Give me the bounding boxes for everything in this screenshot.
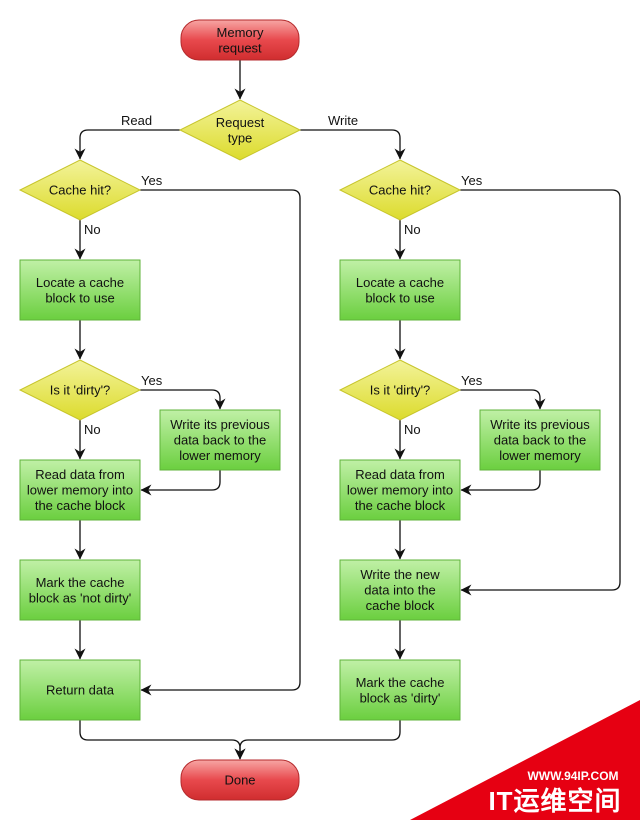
node-text-line: Locate a cache bbox=[36, 275, 124, 290]
write-dirty-decision bbox=[338, 359, 462, 421]
read-return-text: Return data bbox=[46, 683, 115, 698]
label-write-dirty-yes: Yes bbox=[461, 373, 483, 388]
node-text-line: block to use bbox=[365, 290, 434, 305]
read-mark-box bbox=[19, 559, 141, 621]
node-text-line: block as 'dirty' bbox=[360, 690, 441, 705]
node-text-line: the cache block bbox=[35, 498, 126, 513]
edge-read-hit-yes bbox=[140, 189, 301, 696]
node-text-line: Mark the cache bbox=[356, 675, 445, 690]
label-write-dirty-no: No bbox=[404, 422, 421, 437]
node-text-line: data back to the bbox=[174, 433, 267, 448]
edge-read-writeback-to-readdata bbox=[140, 470, 221, 496]
edge-read-return-to-done bbox=[79, 720, 246, 760]
watermark-name: IT运维空间 bbox=[488, 786, 621, 816]
node-text-line: Cache hit? bbox=[369, 183, 431, 198]
node-text-line: lower memory bbox=[179, 448, 261, 463]
node-text-line: Read data from bbox=[355, 467, 445, 482]
node-text-line: data back to the bbox=[494, 433, 587, 448]
label-write-hit-no: No bbox=[404, 222, 421, 237]
nodes bbox=[18, 19, 601, 801]
read-writeback-box bbox=[159, 409, 281, 471]
edge-write-mark-to-done bbox=[234, 720, 401, 760]
node-text-line: Memory bbox=[217, 25, 264, 40]
edge-read-dirty-yes bbox=[140, 389, 226, 410]
label-read-hit-no: No bbox=[84, 222, 101, 237]
watermark-red-triangle bbox=[410, 700, 640, 820]
write-dirty-text: Is it 'dirty'? bbox=[370, 383, 431, 398]
node-text-line: type bbox=[228, 130, 253, 145]
node-text-line: data into the bbox=[364, 583, 436, 598]
edge-write-dirty-yes bbox=[460, 389, 546, 410]
node-text-line: Mark the cache bbox=[36, 575, 125, 590]
write-mark-box bbox=[339, 659, 461, 721]
node-text-line: lower memory bbox=[499, 448, 581, 463]
node-text-line: Write its previous bbox=[490, 417, 590, 432]
done-terminal bbox=[180, 759, 300, 801]
node-text-line: Is it 'dirty'? bbox=[370, 383, 431, 398]
node-text-line: block to use bbox=[45, 290, 114, 305]
write-newdata-box bbox=[339, 559, 461, 621]
write-cache-hit-decision bbox=[338, 159, 462, 221]
read-locate-box bbox=[19, 259, 141, 321]
node-text-line: Locate a cache bbox=[356, 275, 444, 290]
node-text-line: the cache block bbox=[355, 498, 446, 513]
watermark-url: WWW.94IP.COM bbox=[527, 769, 618, 783]
edge-write-branch bbox=[300, 129, 406, 160]
edge-read-branch bbox=[74, 129, 180, 160]
read-readdata-box bbox=[19, 459, 141, 521]
node-text-line: Write the new bbox=[360, 567, 440, 582]
write-cache-hit-text: Cache hit? bbox=[369, 183, 431, 198]
done-text: Done bbox=[224, 773, 255, 788]
write-readdata-box bbox=[339, 459, 461, 521]
label-write: Write bbox=[328, 113, 358, 128]
label-write-hit-yes: Yes bbox=[461, 173, 483, 188]
node-text-line: Cache hit? bbox=[49, 183, 111, 198]
edge-write-writeback-to-readdata bbox=[460, 470, 541, 496]
start-terminal bbox=[180, 19, 300, 61]
label-read: Read bbox=[121, 113, 152, 128]
read-cache-hit-decision bbox=[18, 159, 142, 221]
read-cache-hit-text: Cache hit? bbox=[49, 183, 111, 198]
node-text-line: Write its previous bbox=[170, 417, 270, 432]
write-locate-box bbox=[339, 259, 461, 321]
read-dirty-decision bbox=[18, 359, 142, 421]
node-text-line: Done bbox=[224, 773, 255, 788]
edge-labels: Read Write Yes No Yes No Yes No Yes No bbox=[84, 113, 483, 437]
label-read-dirty-yes: Yes bbox=[141, 373, 163, 388]
read-dirty-text: Is it 'dirty'? bbox=[50, 383, 111, 398]
node-text-line: lower memory into bbox=[347, 483, 453, 498]
node-text-line: Request bbox=[216, 115, 265, 130]
node-text-line: Is it 'dirty'? bbox=[50, 383, 111, 398]
node-text-line: Return data bbox=[46, 683, 115, 698]
node-text-line: block as 'not dirty' bbox=[29, 590, 132, 605]
request-type-decision bbox=[178, 99, 302, 161]
node-text-line: Read data from bbox=[35, 467, 125, 482]
edge-write-hit-yes bbox=[460, 189, 621, 596]
label-read-dirty-no: No bbox=[84, 422, 101, 437]
node-text-line: cache block bbox=[366, 598, 435, 613]
node-text-line: request bbox=[218, 40, 262, 55]
node-text-line: lower memory into bbox=[27, 483, 133, 498]
label-read-hit-yes: Yes bbox=[141, 173, 163, 188]
write-writeback-box bbox=[479, 409, 601, 471]
read-return-box bbox=[19, 659, 141, 721]
watermark: WWW.94IP.COM IT运维空间 bbox=[410, 700, 640, 820]
edges bbox=[74, 60, 621, 760]
